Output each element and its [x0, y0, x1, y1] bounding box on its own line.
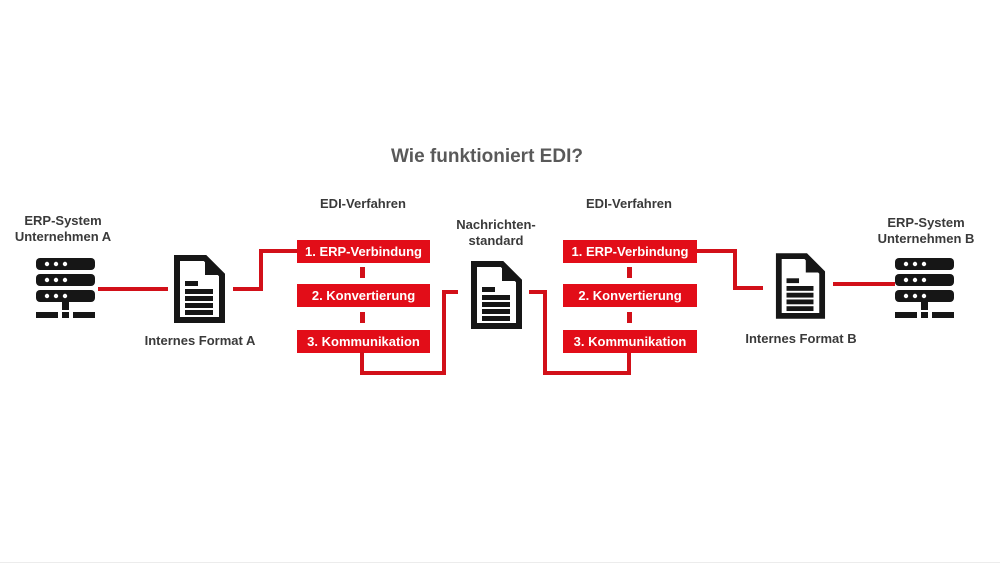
erp-system-b-label-line1: ERP-System	[887, 215, 965, 230]
connector-servera-doca	[98, 287, 168, 291]
connector-docb-elbow-v	[733, 249, 737, 290]
nachrichtenstandard-label: Nachrichten- standard	[456, 217, 535, 249]
document-icon-a	[174, 255, 225, 323]
connector-doca-elbow-h2	[259, 249, 298, 253]
connector-right-stem	[627, 352, 631, 374]
server-icon-b	[895, 258, 954, 318]
connector-left-nub	[442, 290, 458, 294]
step-box-right-2: 2. Konvertierung	[563, 284, 697, 307]
erp-system-b-label-line2: Unternehmen B	[877, 231, 975, 246]
connector-right-nub	[529, 290, 545, 294]
step-dash-right-1	[627, 267, 632, 278]
page-title: Wie funktioniert EDI?	[391, 146, 583, 167]
step-dash-left-1	[360, 267, 365, 278]
step-dash-right-2	[627, 312, 632, 323]
step-box-left-3: 3. Kommunikation	[297, 330, 430, 353]
erp-system-b-label: ERP-System Unternehmen B	[878, 215, 975, 247]
connector-left-stem	[360, 352, 364, 374]
connector-docb-elbow-h2	[733, 286, 763, 290]
step-box-right-1: 1. ERP-Verbindung	[563, 240, 697, 263]
step-box-left-1: 1. ERP-Verbindung	[297, 240, 430, 263]
step-dash-left-2	[360, 312, 365, 323]
connector-right-riser	[543, 290, 547, 375]
step-box-right-3: 3. Kommunikation	[563, 330, 697, 353]
edi-verfahren-left-label: EDI-Verfahren	[320, 196, 406, 211]
connector-left-riser	[442, 290, 446, 375]
internes-format-b-label: Internes Format B	[745, 331, 857, 346]
document-icon-center	[471, 261, 522, 329]
nachrichtenstandard-label-line1: Nachrichten-	[456, 217, 536, 232]
edi-verfahren-right-label: EDI-Verfahren	[586, 196, 672, 211]
connector-doca-elbow-v	[259, 250, 263, 291]
connector-docb-serverb	[833, 282, 895, 286]
erp-system-a-label-line1: ERP-System	[24, 213, 102, 228]
erp-system-a-label: ERP-System Unternehmen A	[15, 213, 111, 245]
nachrichtenstandard-label-line2: standard	[468, 233, 524, 248]
step-box-left-2: 2. Konvertierung	[297, 284, 430, 307]
connector-right-bottom	[543, 371, 631, 375]
connector-docb-elbow-h1	[697, 249, 737, 253]
document-icon-b	[775, 253, 826, 319]
server-icon-a	[36, 258, 95, 318]
connector-doca-elbow-h1	[233, 287, 261, 291]
connector-left-bottom	[360, 371, 446, 375]
internes-format-a-label: Internes Format A	[144, 333, 256, 348]
erp-system-a-label-line2: Unternehmen A	[14, 229, 112, 244]
